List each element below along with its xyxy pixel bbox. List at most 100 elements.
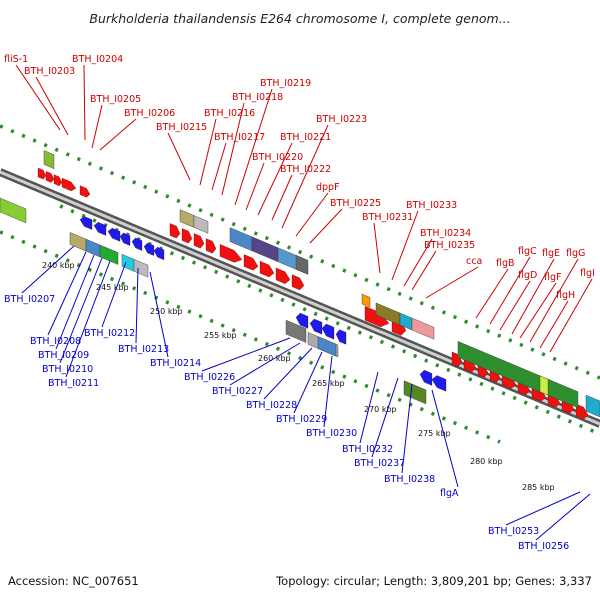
- forward-arrow-b0[interactable]: [169, 223, 181, 239]
- gene-label-reverse[interactable]: BTH_I0207: [4, 294, 55, 305]
- gene-label-reverse[interactable]: BTH_I0212: [84, 328, 135, 339]
- gene-label-forward[interactable]: dppF: [316, 182, 340, 193]
- reverse-arrow-a0[interactable]: [79, 216, 93, 230]
- forward-arrow-d9[interactable]: [575, 403, 589, 420]
- block-rev-6[interactable]: [133, 258, 149, 278]
- reverse-arrow-a3[interactable]: [119, 232, 131, 246]
- gene-label-reverse[interactable]: BTH_I0228: [246, 400, 297, 411]
- reverse-arrow-b3[interactable]: [335, 329, 347, 345]
- forward-arrow-b8[interactable]: [291, 274, 305, 291]
- gene-label-forward[interactable]: BTH_I0205: [90, 94, 141, 105]
- forward-arrow-b3[interactable]: [205, 238, 217, 254]
- block-fwd-3[interactable]: [193, 215, 209, 234]
- gene-label-reverse[interactable]: BTH_I0256: [518, 541, 569, 552]
- forward-arrow-b1[interactable]: [181, 228, 193, 244]
- gene-label-forward[interactable]: BTH_I0219: [260, 78, 311, 89]
- scale-label: 240 kbp: [42, 261, 75, 270]
- gene-label-forward[interactable]: fliS-1: [4, 54, 28, 65]
- block-rev-7[interactable]: [285, 319, 307, 343]
- leader-line: [293, 351, 323, 414]
- reverse-arrow-c0[interactable]: [419, 369, 433, 386]
- reverse-arrow-a6[interactable]: [153, 246, 165, 261]
- gene-label-reverse[interactable]: BTH_I0211: [48, 378, 99, 389]
- reverse-arrow-b1[interactable]: [309, 318, 323, 335]
- block-fwd-4[interactable]: [229, 227, 253, 252]
- forward-arrow-a3[interactable]: [61, 177, 77, 192]
- block-rev-10[interactable]: [403, 380, 427, 405]
- block-fwd-1[interactable]: [43, 150, 55, 169]
- forward-arrow-d0[interactable]: [451, 351, 463, 367]
- block-fwd-2[interactable]: [179, 209, 195, 228]
- gene-label-reverse[interactable]: BTH_I0227: [212, 386, 263, 397]
- gene-label-reverse[interactable]: BTH_I0226: [184, 372, 235, 383]
- forward-arrow-b6[interactable]: [259, 260, 275, 278]
- gene-label-forward[interactable]: BTH_I0204: [72, 54, 123, 65]
- gene-label-forward[interactable]: BTH_I0223: [316, 114, 367, 125]
- gene-label-forward[interactable]: BTH_I0225: [330, 198, 381, 209]
- gene-label-forward[interactable]: BTH_I0235: [424, 240, 475, 251]
- gene-label-forward[interactable]: flgF: [544, 272, 561, 283]
- gene-label-forward[interactable]: BTH_I0233: [406, 200, 457, 211]
- gene-label-forward[interactable]: BTH_I0216: [204, 108, 255, 119]
- forward-arrow-b5[interactable]: [243, 254, 259, 271]
- leader-line: [549, 278, 593, 353]
- gene-label-forward[interactable]: BTH_I0234: [420, 228, 471, 239]
- block-fwd-11[interactable]: [411, 317, 435, 340]
- reverse-arrow-a4[interactable]: [131, 237, 143, 251]
- gene-label-reverse[interactable]: BTH_I0230: [306, 428, 357, 439]
- block-fwd-7[interactable]: [295, 255, 309, 275]
- gene-label-forward[interactable]: BTH_I0218: [232, 92, 283, 103]
- gene-label-forward[interactable]: flgB: [496, 258, 515, 269]
- gene-label-reverse[interactable]: BTH_I0210: [42, 364, 93, 375]
- leader-line: [201, 337, 291, 372]
- block-rev-4[interactable]: [99, 244, 119, 265]
- reverse-arrow-b2[interactable]: [321, 323, 335, 340]
- gene-label-forward[interactable]: BTH_I0203: [24, 66, 75, 77]
- reverse-arrow-a5[interactable]: [143, 242, 155, 256]
- gene-label-forward[interactable]: flgI: [580, 268, 595, 279]
- gene-label-reverse[interactable]: BTH_I0253: [488, 526, 539, 537]
- block-rev-3[interactable]: [85, 238, 101, 258]
- forward-arrow-b2[interactable]: [193, 233, 205, 249]
- forward-arrow-a0[interactable]: [37, 167, 47, 180]
- gene-label-forward[interactable]: BTH_I0221: [280, 132, 331, 143]
- gene-label-forward[interactable]: BTH_I0206: [124, 108, 175, 119]
- block-fwd-13[interactable]: [539, 375, 549, 396]
- gene-label-forward[interactable]: BTH_I0217: [214, 132, 265, 143]
- gene-label-forward[interactable]: BTH_I0220: [252, 152, 303, 163]
- gene-label-forward[interactable]: flgH: [556, 290, 575, 301]
- forward-arrow-a4[interactable]: [79, 185, 91, 198]
- gene-label-forward[interactable]: cca: [466, 256, 482, 267]
- forward-arrow-a2[interactable]: [53, 174, 63, 187]
- gene-label-reverse[interactable]: BTH_I0237: [354, 458, 405, 469]
- gene-label-forward[interactable]: flgC: [518, 246, 537, 257]
- forward-arrow-b7[interactable]: [275, 267, 291, 284]
- leader-line: [373, 222, 381, 274]
- forward-arrow-b4[interactable]: [219, 244, 243, 263]
- gene-label-reverse[interactable]: BTH_I0213: [118, 344, 169, 355]
- gene-label-reverse[interactable]: flgA: [440, 488, 459, 499]
- gene-label-reverse[interactable]: BTH_I0209: [38, 350, 89, 361]
- block-fwd-5[interactable]: [251, 236, 279, 263]
- gene-label-reverse[interactable]: BTH_I0208: [30, 336, 81, 347]
- block-fwd-14[interactable]: [585, 394, 600, 418]
- block-rev-2[interactable]: [69, 232, 87, 252]
- gene-label-reverse[interactable]: BTH_I0232: [342, 444, 393, 455]
- block-rev-1[interactable]: [0, 197, 27, 224]
- forward-arrow-a1[interactable]: [45, 171, 55, 183]
- gene-label-forward[interactable]: BTH_I0215: [156, 122, 207, 133]
- gene-label-reverse[interactable]: BTH_I0214: [150, 358, 201, 369]
- block-fwd-8[interactable]: [361, 293, 371, 308]
- gene-label-reverse[interactable]: BTH_I0238: [384, 474, 435, 485]
- gene-label-reverse[interactable]: BTH_I0229: [276, 414, 327, 425]
- gene-label-forward[interactable]: flgG: [566, 248, 585, 259]
- reverse-arrow-b0[interactable]: [295, 312, 309, 329]
- gene-label-forward[interactable]: flgE: [542, 248, 560, 259]
- reverse-arrow-a1[interactable]: [93, 222, 107, 236]
- gene-label-forward[interactable]: BTH_I0231: [362, 212, 413, 223]
- reverse-arrow-c1[interactable]: [431, 375, 447, 392]
- block-rev-9[interactable]: [317, 336, 337, 357]
- gene-label-forward[interactable]: BTH_I0222: [280, 164, 331, 175]
- gene-label-forward[interactable]: flgD: [518, 270, 537, 281]
